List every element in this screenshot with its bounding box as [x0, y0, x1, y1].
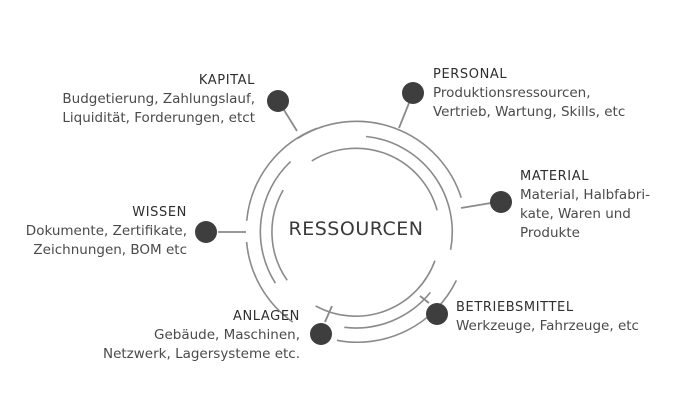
- node-kapital: KAPITAL Budgetierung, Zahlungslauf, Liqu…: [62, 71, 255, 128]
- connector-personal: [398, 102, 410, 129]
- ring-arc-inner: [311, 147, 438, 211]
- node-title: PERSONAL: [433, 67, 508, 82]
- connector-anlagen: [324, 305, 333, 323]
- node-dot-anlagen: [310, 323, 332, 345]
- ring-arc-2: [245, 127, 318, 221]
- center-label: RESSOURCEN: [288, 218, 424, 240]
- node-title: BETRIEBSMITTEL: [456, 300, 574, 315]
- node-dot-wissen: [195, 221, 217, 243]
- node-title: KAPITAL: [198, 73, 255, 88]
- connector-betriebsmittel: [419, 295, 430, 304]
- node-description: Material, Halbfabri- kate, Waren und Pro…: [520, 187, 650, 241]
- node-dot-kapital: [267, 90, 289, 112]
- node-description: Produktionsressourcen, Vertrieb, Wartung…: [433, 85, 626, 120]
- node-description: Budgetierung, Zahlungslauf, Liquidität, …: [62, 91, 255, 126]
- ring-arc-outer: [297, 120, 462, 198]
- node-description: Werkzeuge, Fahrzeuge, etc: [456, 318, 639, 334]
- node-anlagen: ANLAGEN Gebäude, Maschinen, Netzwerk, La…: [103, 307, 300, 364]
- ring-arc-mid: [366, 135, 454, 250]
- ring-arc-outer-2: [336, 280, 458, 343]
- node-dot-material: [490, 191, 512, 213]
- node-personal: PERSONAL Produktionsressourcen, Vertrieb…: [433, 65, 625, 122]
- node-dot-personal: [402, 82, 424, 104]
- connector-kapital: [283, 109, 298, 132]
- node-dot-betriebsmittel: [426, 303, 448, 325]
- ring-arc-inner-2: [315, 260, 436, 317]
- node-title: ANLAGEN: [232, 309, 300, 324]
- ring-arc-inner-3: [271, 189, 288, 281]
- ring-arc-outer-3: [245, 241, 294, 323]
- node-description: Gebäude, Maschinen, Netzwerk, Lagersyste…: [102, 327, 300, 362]
- node-title: MATERIAL: [520, 169, 590, 184]
- node-title: WISSEN: [132, 205, 187, 220]
- node-material: MATERIAL Material, Halbfabri- kate, Ware…: [520, 167, 650, 243]
- connector-material: [460, 202, 492, 209]
- node-wissen: WISSEN Dokumente, Zertifikate, Zeichnung…: [26, 203, 187, 260]
- node-betriebsmittel: BETRIEBSMITTEL Werkzeuge, Fahrzeuge, etc: [456, 298, 639, 336]
- ring-arc-mid-3: [259, 161, 292, 284]
- ring-arc-mid-2: [344, 291, 432, 329]
- node-description: Dokumente, Zertifikate, Zeichnungen, BOM…: [25, 223, 187, 258]
